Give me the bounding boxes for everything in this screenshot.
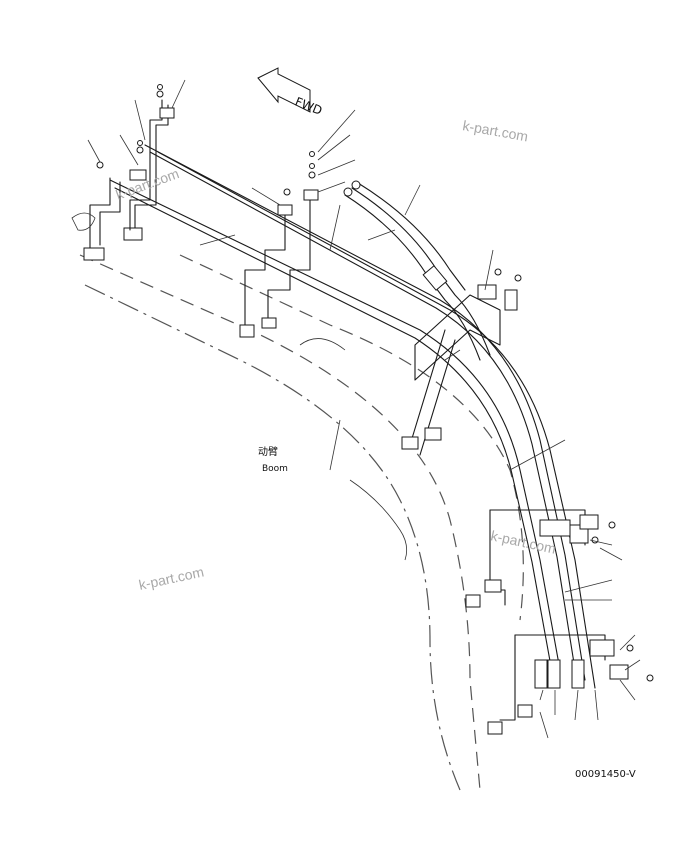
left-clamp-assembly [71,84,175,261]
fwd-label: FWD [293,94,324,117]
forward-direction-arrow: FWD [257,67,324,118]
boom-label-english: Boom [262,464,288,474]
upper-right-bracket [401,268,522,456]
boom-label-chinese: 动臂 [258,445,278,458]
hose-pair [343,180,491,361]
leader-lines [87,79,641,739]
figure-code: 00091450-V [575,769,636,780]
watermark-top-right: k-part.com [461,117,529,144]
watermark-top-left: k-part.com [114,165,182,203]
boom-outline [79,254,524,791]
hydraulic-pipes [109,144,596,689]
middle-clamp-assembly [239,151,319,338]
lower-right-clamp-group [487,634,654,735]
middle-right-clamp-group [465,509,616,608]
watermark-bottom-left: k-part.com [137,564,205,593]
